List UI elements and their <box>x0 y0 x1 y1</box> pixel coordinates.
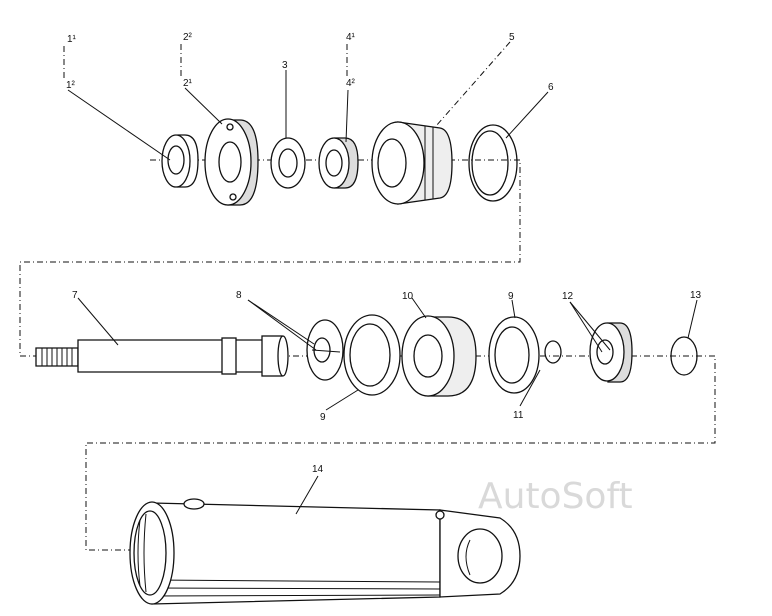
part-12-nut <box>589 322 633 383</box>
label-6: 6 <box>548 82 554 93</box>
leader-lines <box>63 41 698 515</box>
part-10-piston <box>401 315 477 397</box>
label-7: 7 <box>72 290 78 301</box>
label-1-1: 1¹ <box>67 34 77 45</box>
label-8: 8 <box>236 290 242 301</box>
part-9-seal-left <box>343 314 401 396</box>
part-6-ring <box>468 124 518 202</box>
label-2-2: 2² <box>183 32 193 43</box>
part-3-washer <box>270 137 306 189</box>
label-4-2: 4² <box>346 78 356 89</box>
label-2-1: 2¹ <box>183 78 193 89</box>
label-5: 5 <box>509 32 515 43</box>
part-5-gland <box>371 121 453 205</box>
part-11-oring <box>544 340 562 364</box>
part-9-seal-right <box>488 316 540 394</box>
label-12: 12 <box>562 291 574 302</box>
part-2-flange <box>204 118 259 206</box>
label-4-1: 4¹ <box>346 32 356 43</box>
label-3: 3 <box>282 60 288 71</box>
part-8-collar <box>306 319 344 381</box>
label-9-bottom: 9 <box>320 412 326 423</box>
watermark: AutoSoft <box>478 476 633 517</box>
label-13: 13 <box>690 290 702 301</box>
part-1-bushing <box>161 134 199 188</box>
label-11: 11 <box>513 410 524 421</box>
label-14: 14 <box>312 464 324 475</box>
part-4-nut <box>318 137 359 189</box>
part-7-rod <box>35 335 289 377</box>
label-1-2: 1² <box>66 80 76 91</box>
label-9-top: 9 <box>508 291 514 302</box>
part-13-ring <box>670 336 698 376</box>
label-10: 10 <box>402 291 414 302</box>
part-14-cylinder <box>129 498 521 605</box>
